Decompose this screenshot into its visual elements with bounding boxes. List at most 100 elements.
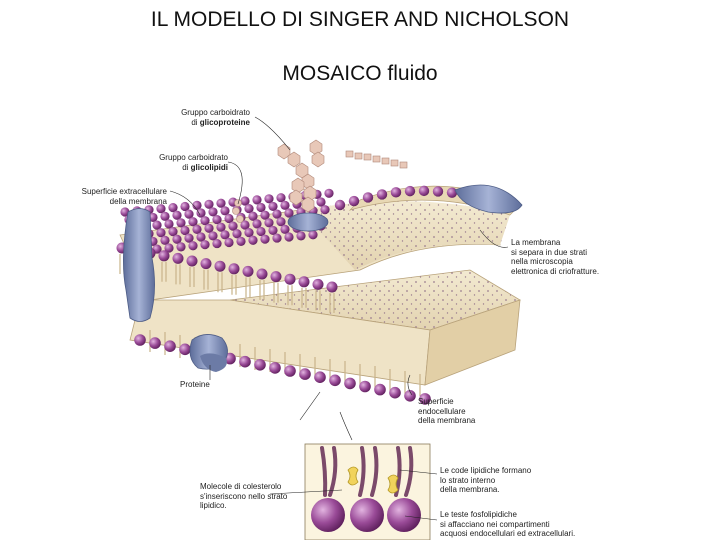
lipid-head xyxy=(214,260,226,272)
lipid-head xyxy=(264,194,274,204)
lipid-head xyxy=(212,238,222,249)
lipid-head xyxy=(329,374,341,387)
curl-protein xyxy=(454,184,523,214)
lipid-head xyxy=(446,187,458,198)
lipid-head xyxy=(348,195,360,207)
label-heads: Le teste fosfolipidiche si affacciano ne… xyxy=(440,510,576,538)
lipid-head xyxy=(208,231,218,241)
lipid-head xyxy=(254,359,266,371)
curl-carbohydrates xyxy=(345,150,408,169)
lipid-head xyxy=(248,211,258,221)
leader-lines xyxy=(169,116,509,441)
lipid-tail xyxy=(301,287,307,308)
lipid-head xyxy=(236,236,246,246)
lipid-head xyxy=(248,235,258,245)
upper-leaflet-tails xyxy=(119,254,335,313)
lipid-head xyxy=(196,232,206,242)
lipid-head xyxy=(260,234,270,244)
zoom-lipid-tail xyxy=(370,446,379,497)
lipid-head xyxy=(359,380,371,393)
lipid-head xyxy=(272,233,282,243)
label-glycoprotein: Gruppo carboidrato di glicoproteine xyxy=(181,108,250,127)
lipid-head xyxy=(268,201,278,212)
zoom-lipid-head xyxy=(311,498,345,532)
lipid-head xyxy=(390,187,402,198)
lipid-tail xyxy=(217,272,223,293)
lipid-head xyxy=(252,219,262,229)
lipid-head xyxy=(284,232,294,242)
label-tails: Le code lipidiche formano lo strato inte… xyxy=(440,466,532,494)
lipid-tail xyxy=(259,280,265,300)
lipid-head xyxy=(176,218,186,228)
lipid-head xyxy=(192,200,202,210)
lipid-head xyxy=(276,217,286,227)
lipid-head xyxy=(312,278,324,290)
lipid-head xyxy=(196,208,206,218)
lipid-tail xyxy=(189,267,195,287)
lipid-head xyxy=(228,221,238,231)
lipid-head xyxy=(158,250,170,262)
lipid-head xyxy=(240,196,250,206)
lipid-head xyxy=(244,228,254,238)
lipid-head xyxy=(168,203,178,213)
lipid-head xyxy=(168,227,178,237)
lipid-head xyxy=(216,222,226,232)
lipid-head xyxy=(200,216,210,226)
peripheral-protein xyxy=(189,334,228,372)
lipid-head xyxy=(296,231,306,241)
lipid-head xyxy=(299,368,311,380)
cholesterol-molecule xyxy=(347,466,359,486)
lipid-head xyxy=(432,186,444,197)
lipid-head xyxy=(376,189,388,200)
lipid-head xyxy=(188,241,198,251)
lipid-head xyxy=(418,185,430,197)
cholesterol-molecule xyxy=(387,474,399,494)
lipid-head xyxy=(164,219,174,229)
lipid-head xyxy=(244,204,254,214)
lipid-head xyxy=(404,185,416,197)
lipid-head xyxy=(268,225,278,236)
lipid-head xyxy=(276,193,286,203)
lipid-tail xyxy=(203,269,209,290)
lipid-head xyxy=(284,365,296,377)
lipid-head xyxy=(224,237,234,248)
lipid-head xyxy=(252,195,262,205)
zoom-lipid-head xyxy=(350,498,384,532)
lipid-head xyxy=(220,206,230,216)
lipid-head xyxy=(188,217,198,227)
lipid-head xyxy=(260,210,270,220)
lipid-head xyxy=(242,265,254,277)
lipid-head xyxy=(212,214,222,225)
lipid-head xyxy=(134,334,146,346)
surface-protein xyxy=(287,212,329,232)
glycoprotein-carbohydrate xyxy=(277,139,325,213)
lipid-head xyxy=(280,200,290,210)
label-proteins: Proteine xyxy=(180,380,210,389)
lipid-head xyxy=(264,218,274,228)
zoom-detail xyxy=(304,443,431,540)
lipid-head xyxy=(224,213,234,224)
lipid-head xyxy=(172,252,184,264)
zoom-lipid-tail xyxy=(404,446,414,497)
lipid-head xyxy=(419,393,431,405)
lipid-head xyxy=(272,209,282,219)
lipid-tail xyxy=(231,274,237,295)
lipid-head xyxy=(149,337,161,349)
zoom-lipid-head xyxy=(387,498,421,532)
lipid-head xyxy=(184,209,194,219)
lipid-head xyxy=(180,225,190,236)
lipid-head xyxy=(156,228,166,238)
zoom-lipid-tail xyxy=(358,446,366,497)
lipid-tail xyxy=(273,282,279,303)
lipid-head xyxy=(320,205,330,215)
lipid-head xyxy=(200,240,210,250)
label-glycolipid: Gruppo carboidrato di glicolipidi xyxy=(159,153,228,172)
lipid-head xyxy=(280,224,290,234)
lipid-tail xyxy=(175,264,181,285)
lipid-head xyxy=(204,199,214,209)
lipid-head xyxy=(324,188,334,198)
lipid-head xyxy=(208,207,218,217)
lipid-head xyxy=(179,343,191,356)
lipid-head xyxy=(164,340,176,353)
